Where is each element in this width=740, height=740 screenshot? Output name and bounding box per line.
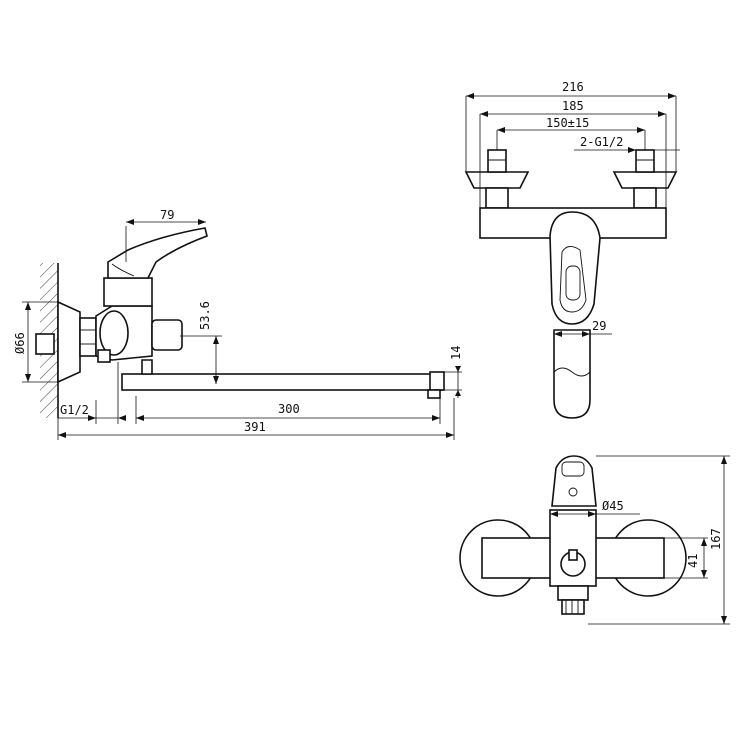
left-flange <box>464 171 530 189</box>
dim-d66: Ø66 <box>13 332 27 354</box>
dim-216: 216 <box>562 80 584 94</box>
right-flange <box>612 171 678 189</box>
dim-79: 79 <box>160 208 174 222</box>
front-lever <box>549 211 601 325</box>
front-spout <box>553 329 591 419</box>
dim-53-6: 53.6 <box>198 301 212 330</box>
front-view: 216 185 150±15 2-G1/2 29 <box>464 80 680 419</box>
dim-2-g1-2: 2-G1/2 <box>580 135 623 149</box>
dim-29: 29 <box>592 319 606 333</box>
dim-167: 167 <box>709 528 723 550</box>
dim-41: 41 <box>686 554 700 568</box>
dim-300: 300 <box>278 402 300 416</box>
lever-handle <box>107 227 208 279</box>
connection-nut <box>79 317 97 357</box>
dim-g1-2: G1/2 <box>60 403 89 417</box>
dim-391: 391 <box>244 420 266 434</box>
side-view: 79 53.6 Ø66 14 G1/2 300 <box>13 208 463 440</box>
spout <box>121 373 443 391</box>
top-view: Ø45 41 167 <box>459 455 730 625</box>
dim-d45: Ø45 <box>602 499 624 513</box>
dim-150: 150±15 <box>546 116 589 130</box>
wall-flange <box>57 300 81 384</box>
dim-14: 14 <box>449 346 463 360</box>
dim-185: 185 <box>562 99 584 113</box>
top-lever <box>551 455 597 507</box>
inlet-stub <box>35 333 55 355</box>
